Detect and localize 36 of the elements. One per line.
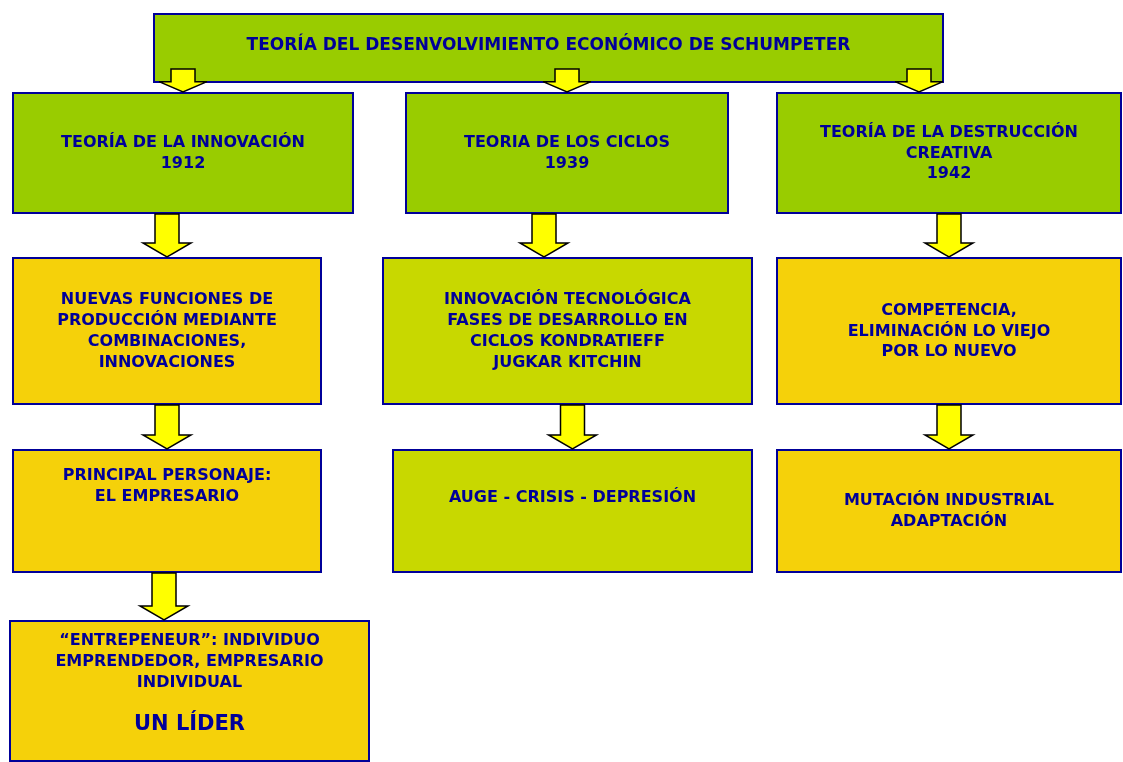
concept-text: “ENTREPENEUR”: INDIVIDUO EMPRENDEDOR, EMPRESARIO INDIVIDUAL: [54, 630, 325, 693]
concept-box: [392, 449, 753, 573]
concept-box: [382, 257, 753, 405]
concept-text: NUEVAS FUNCIONES DE PRODUCCIÓN MEDIANTE COMBINACIONES, INNOVACIONES: [56, 289, 278, 373]
concept-text: COMPETENCIA, ELIMINACIÓN LO VIEJO POR LO NUEVO: [846, 299, 1052, 363]
block-arrow: [545, 404, 600, 450]
block-arrow: [140, 404, 194, 450]
concept-box: [153, 13, 944, 83]
block-arrow: [517, 213, 571, 258]
block-arrow: [158, 68, 208, 93]
concept-box: [776, 449, 1122, 573]
emphasis-text: 1939: [544, 153, 590, 174]
concept-box: [12, 449, 322, 573]
block-arrow: [542, 68, 592, 93]
concept-text: TEORÍA DE LA INNOVACIÓN: [61, 132, 305, 153]
concept-text: AUGE - CRISIS - DEPRESIÓN: [448, 487, 697, 508]
concept-text: MUTACIÓN INDUSTRIAL ADAPTACIÓN: [842, 490, 1056, 532]
block-arrow: [137, 572, 191, 621]
concept-box: [776, 92, 1122, 214]
concept-text: TEORIA DE LOS CICLOS: [464, 132, 670, 153]
concept-box: [776, 257, 1122, 405]
block-arrow: [922, 404, 976, 450]
concept-text: INNOVACIÓN TECNOLÓGICA FASES DE DESARROLLO EN CICLOS KONDRATIEFF JUGKAR KITCHIN: [443, 289, 692, 373]
block-arrow: [140, 213, 194, 258]
block-arrow: [922, 213, 976, 258]
emphasis-text: UN LÍDER: [133, 710, 246, 738]
concept-box: [405, 92, 729, 214]
concept-text: TEORÍA DE LA DESTRUCCIÓN CREATIVA: [819, 121, 1079, 164]
emphasis-text: 1942: [926, 163, 972, 185]
concept-box: [12, 92, 354, 214]
concept-box: [9, 620, 370, 762]
concept-text: PRINCIPAL PERSONAJE: EL EMPRESARIO: [61, 465, 273, 507]
concept-box: [12, 257, 322, 405]
block-arrow: [894, 68, 944, 93]
emphasis-text: 1912: [160, 153, 206, 174]
concept-text: TEORÍA DEL DESENVOLVIMIENTO ECONÓMICO DE SCHUMPETER: [246, 33, 851, 56]
